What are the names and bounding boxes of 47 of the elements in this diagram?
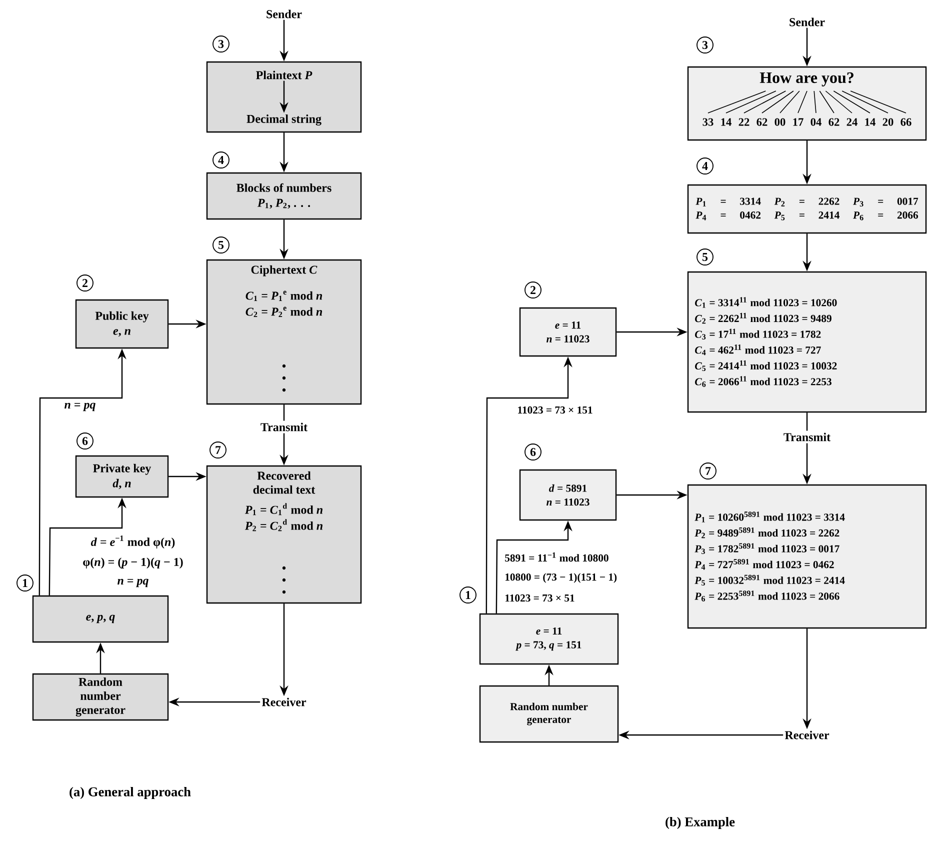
edge-label: Transmit bbox=[258, 420, 310, 434]
process-box: Blocks of numbers P$_{1}$, P$_{2}$, . . . bbox=[206, 172, 362, 220]
process-box: d = 5891 n = 11023 bbox=[519, 469, 617, 521]
edge-label: Transmit bbox=[781, 430, 833, 444]
process-box: Private key d, n bbox=[75, 455, 169, 498]
step-number: 7 bbox=[700, 462, 716, 480]
endpoint-label: Plaintext P bbox=[256, 70, 312, 80]
process-box: P$_{1}$ = 3314 P$_{2}$ = 2262 P$_{3}$ = 0017 P$_{4}$ = 0462 P$_{5}$ = 2414 P$_{6}$ = 2066 bbox=[687, 184, 927, 234]
process-box: P$_{1}$ = 10260$^{5891}$ mod 11023 = 3314 P$_{2}$ = 9489$^{5891}$ mod 11023 = 2262 P$_{3}$ = 1782$^{5891}$ mod 11023 = 0017 P$_{4}$ = 727$^{5891}$ mod 11023 = 0462 P$_{5}$ = 10032$^{5891}$ mod 11023 = 2414 P$_{6}$ = 2253$^{5891}$ mod 11023 = 2066 bbox=[687, 484, 927, 629]
step-number: 3 bbox=[212, 36, 230, 52]
step-number: 5 bbox=[696, 248, 714, 266]
step-number: 4 bbox=[212, 152, 230, 168]
endpoint-label: Sender bbox=[790, 18, 825, 26]
step-number: 1 bbox=[16, 574, 34, 592]
edge-label: n = pq bbox=[64, 402, 96, 412]
endpoint-label: Sender bbox=[266, 10, 302, 18]
step-number: 1 bbox=[460, 586, 476, 604]
process-box: Ciphertext C C$_{1}$ = P$_{1}$$^{e}$ mod n C$_{2}$ = P$_{2}$$^{e}$ mod n bbox=[206, 259, 362, 405]
formula-label: φ(n) = (p − 1)(q − 1) bbox=[83, 558, 183, 568]
process-box: C$_{1}$ = 3314$^{11}$ mod 11023 = 10260 C$_{2}$ = 2262$^{11}$ mod 11023 = 9489 C$_{3}$ = 17$^{11}$ mod 11023 = 1782 C$_{4}$ = 462$^{11}$ mod 11023 = 727 C$_{5}$ = 2414$^{11}$ mod 11023 = 10032 C$_{6}$ = 2066$^{11}$ mod 11023 = 2253 bbox=[687, 271, 927, 413]
caption: (b) Example bbox=[666, 816, 735, 830]
process-box: Public key e, n bbox=[75, 299, 169, 349]
step-number: 6 bbox=[524, 444, 542, 460]
caption: (a) General approach bbox=[70, 786, 191, 800]
step-number: 5 bbox=[212, 236, 230, 254]
process-box: e = 11 n = 11023 bbox=[519, 307, 617, 357]
endpoint-label: Receiver bbox=[262, 698, 306, 706]
step-number: 6 bbox=[76, 432, 94, 450]
endpoint-label: Decimal string bbox=[246, 114, 322, 126]
step-number: 4 bbox=[696, 158, 714, 174]
step-number: 3 bbox=[696, 36, 714, 54]
edge-label: 11023 = 73 × 151 bbox=[518, 406, 592, 414]
formula-label: 10800 = (73 − 1)(151 − 1) bbox=[505, 573, 617, 583]
formula-label: 11023 = 73 × 51 bbox=[505, 594, 574, 602]
step-number: 7 bbox=[210, 442, 226, 458]
formula-label: d = e$^{−1}$ mod φ(n) bbox=[90, 536, 175, 548]
step-number: 2 bbox=[76, 274, 94, 292]
formula-label: 5891 = 11$^{−1}$ mod 10800 bbox=[505, 552, 608, 562]
step-number: 2 bbox=[524, 282, 542, 298]
process-box: Random number generator bbox=[479, 685, 619, 743]
process-box: e = 11 p = 73, q = 151 bbox=[479, 613, 619, 665]
endpoint-label: Receiver bbox=[784, 730, 830, 740]
process-box: Random number generator bbox=[32, 673, 169, 721]
process-box: Recovered decimal text P$_{1}$ = C$_{1}$$^{d}$ mod n P$_{2}$ = C$_{2}$$^{d}$ mod n bbox=[206, 465, 362, 604]
process-box bbox=[206, 61, 362, 133]
process-box: e, p, q bbox=[32, 595, 169, 643]
process-box: How are you? 33 14 22 62 00 17 04 62 24 14 20 66 bbox=[687, 66, 927, 141]
